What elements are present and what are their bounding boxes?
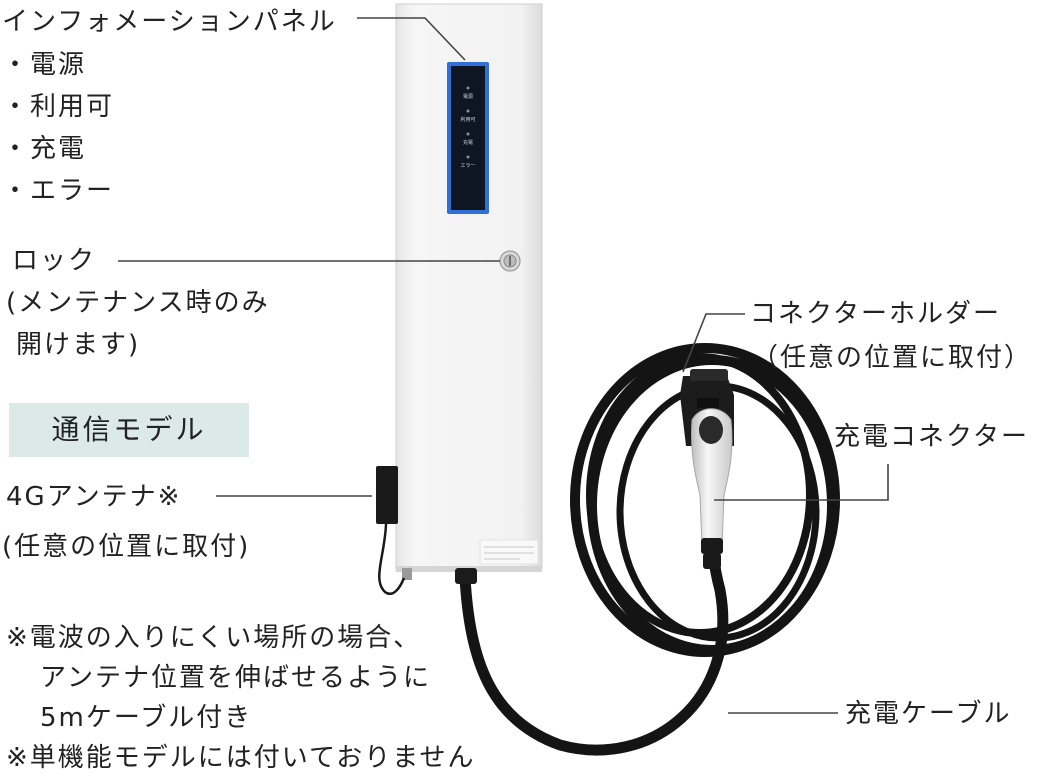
charger-unit <box>395 3 543 584</box>
info-panel-label: インフォメーションパネル <box>2 7 337 37</box>
holder-mount-note: （任意の位置に取付） <box>752 343 1033 373</box>
comm-model-badge: 通信モデル <box>9 403 249 457</box>
led-label-error: エラー <box>460 163 475 169</box>
antenna-label: 4Gアンテナ※ <box>6 482 182 512</box>
note-line-2: アンテナ位置を伸ばせるように <box>40 663 431 693</box>
rating-label <box>479 539 539 565</box>
panel-led-dots <box>466 86 470 159</box>
info-item-available: ・利用可 <box>2 92 115 122</box>
note-line-4: ※単機能モデルには付いておりません <box>6 743 476 773</box>
info-item-error: ・エラー <box>2 176 115 206</box>
information-panel: 電源 利用可 充電 エラー <box>447 62 489 214</box>
lock-note-line1: (メンテナンス時のみ <box>6 288 270 318</box>
charging-connector-shape <box>691 408 733 569</box>
info-item-power: ・電源 <box>2 50 87 80</box>
connector-holder-label: コネクターホルダー <box>750 299 1001 329</box>
lock-label: ロック <box>12 246 97 276</box>
led-label-power: 電源 <box>463 93 473 100</box>
note-line-3: 5mケーブル付き <box>40 703 253 733</box>
leader-lines <box>118 17 889 714</box>
charging-cable <box>459 514 729 756</box>
comm-model-label: 通信モデル <box>51 413 207 446</box>
key-lock <box>499 250 521 272</box>
cable-gland <box>455 568 477 584</box>
charging-cable-label: 充電ケーブル <box>845 699 1012 729</box>
antenna <box>376 466 406 595</box>
led-label-charging: 充電 <box>463 139 473 146</box>
charging-connector-label: 充電コネクター <box>834 422 1029 452</box>
led-label-available: 利用可 <box>460 116 475 123</box>
info-item-charging: ・充電 <box>2 134 87 164</box>
antenna-mount-note: (任意の位置に取付) <box>2 532 251 562</box>
lock-note-line2: 開けます) <box>16 330 141 360</box>
note-line-1: ※電波の入りにくい場所の場合、 <box>6 623 422 653</box>
